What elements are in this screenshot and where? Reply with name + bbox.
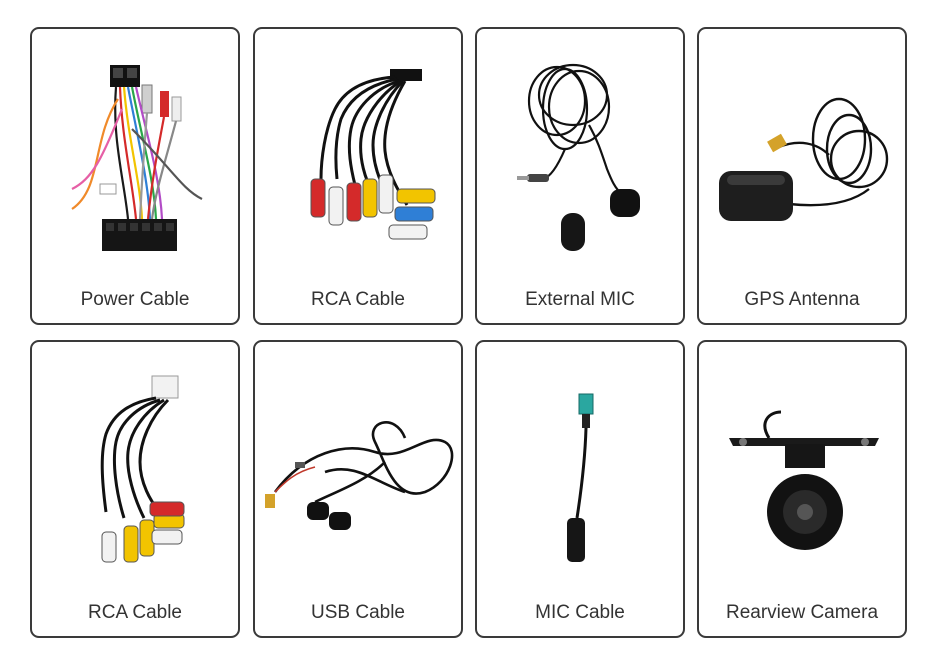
usb-cable-icon xyxy=(265,421,454,530)
product-label: RCA Cable xyxy=(311,289,405,310)
product-label: Power Cable xyxy=(80,289,190,310)
product-card-usb-cable[interactable]: USB Cable xyxy=(253,340,463,638)
rca-cable-icon xyxy=(310,69,436,240)
product-card-rca-cable[interactable]: RCA Cable xyxy=(253,27,463,325)
product-card-rearview-camera[interactable]: Rearview Camera xyxy=(697,340,907,638)
mic-cable-icon xyxy=(567,393,594,562)
gps-antenna-icon xyxy=(719,97,889,221)
product-label: Rearview Camera xyxy=(725,602,879,623)
product-card-power-cable[interactable]: Power Cable xyxy=(30,27,240,325)
product-card-mic-cable[interactable]: MIC Cable xyxy=(475,340,685,638)
product-label: USB Cable xyxy=(311,602,405,623)
rearview-camera-icon xyxy=(729,410,879,550)
product-card-external-mic[interactable]: External MIC xyxy=(475,27,685,325)
product-label: External MIC xyxy=(525,289,635,310)
product-card-gps-antenna[interactable]: GPS Antenna xyxy=(697,27,907,325)
external-mic-icon xyxy=(517,63,640,251)
product-label: MIC Cable xyxy=(535,602,625,623)
rca-cable-icon xyxy=(100,375,185,563)
product-card-rca-cable-2[interactable]: RCA Cable xyxy=(30,340,240,638)
product-label: GPS Antenna xyxy=(744,289,860,310)
power-cable-icon xyxy=(71,65,203,251)
product-label: RCA Cable xyxy=(88,602,182,623)
